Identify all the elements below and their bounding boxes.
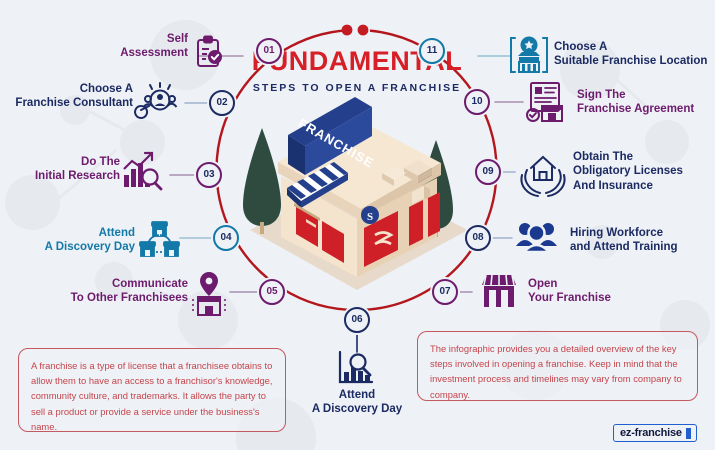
step-number-06: 06	[351, 314, 363, 325]
step-label-05-line1: Communicate	[111, 278, 188, 290]
page-subtitle: STEPS TO OPEN A FRANCHISE	[252, 82, 462, 94]
step-number-09: 09	[482, 166, 494, 177]
step-label-06-line1: Attend	[338, 389, 376, 401]
storefront-icon	[482, 274, 516, 307]
watermark-node	[645, 120, 689, 164]
step-badge-04[interactable]: 04	[213, 225, 239, 251]
consultant-search-icon	[134, 82, 178, 119]
watermark-node	[120, 120, 165, 165]
step-label-09-line3: And Insurance	[573, 179, 653, 192]
watermark-node	[5, 175, 60, 230]
people-group-icon	[516, 223, 557, 254]
step-label-03-line2: Initial Research	[34, 170, 120, 183]
step-label-02-line1: Choose A	[79, 83, 133, 95]
step-label-07-line1: Open	[528, 278, 558, 290]
step-number-05: 05	[266, 286, 278, 297]
awning	[287, 162, 348, 208]
step-label-05-line2: To Other Franchisees	[70, 292, 188, 305]
step-label-01-line1: Self	[166, 33, 188, 45]
step-badge-05[interactable]: 05	[259, 279, 285, 305]
step-number-01: 01	[263, 45, 275, 56]
step-label-10-line2: Franchise Agreement	[577, 103, 695, 116]
circle-dot-right	[357, 24, 369, 36]
step-label-11[interactable]: Choose A Suitable Franchise Location	[554, 40, 715, 69]
step-label-08[interactable]: Hiring Workforce and Attend Training	[570, 226, 715, 255]
bar-chart-search-icon	[338, 350, 374, 384]
store-network-icon	[139, 221, 180, 257]
franchise-building-illustration: FRANCHISE	[243, 97, 468, 290]
logo-text: ez-franchise	[620, 427, 682, 439]
step-label-10[interactable]: Sign The Franchise Agreement	[577, 88, 715, 117]
step-label-01-line2: Assessment	[120, 47, 188, 60]
step-badge-11[interactable]: 11	[419, 38, 445, 64]
step-number-02: 02	[216, 97, 228, 108]
circle-dot-left	[341, 24, 353, 36]
svg-text:FRANCHISE: FRANCHISE	[296, 115, 377, 170]
step-badge-03[interactable]: 03	[196, 162, 222, 188]
signed-document-icon	[526, 82, 563, 122]
step-label-11-line1: Choose A	[554, 41, 608, 53]
franchise-sign: FRANCHISE	[288, 97, 377, 175]
roof-ac-units	[382, 160, 432, 186]
step-label-03[interactable]: Do The Initial Research	[0, 155, 120, 184]
building-logo-badge	[361, 206, 379, 224]
brand-logo[interactable]: ez-franchise	[613, 424, 697, 442]
step-number-04: 04	[220, 232, 232, 243]
step-label-07-line2: Your Franchise	[528, 292, 611, 305]
callout-right: The infographic provides you a detailed …	[417, 331, 698, 401]
step-label-04[interactable]: Attend A Discovery Day	[0, 226, 135, 255]
step-badge-08[interactable]: 08	[465, 225, 491, 251]
step-label-09[interactable]: Obtain The Obligatory Licenses And Insur…	[573, 150, 715, 193]
step-label-03-line1: Do The	[81, 156, 120, 168]
callout-left: A franchise is a type of license that a …	[18, 348, 286, 432]
watermark-node	[585, 225, 619, 259]
step-number-10: 10	[471, 96, 483, 107]
step-label-02[interactable]: Choose A Franchise Consultant	[0, 82, 133, 111]
step-label-04-line1: Attend	[98, 227, 135, 239]
front-left-windows	[294, 203, 344, 263]
step-badge-02[interactable]: 02	[209, 90, 235, 116]
step-label-08-line1: Hiring Workforce	[570, 227, 664, 239]
watermark-node	[560, 40, 620, 100]
step-label-04-line2: A Discovery Day	[44, 241, 135, 254]
step-label-02-line2: Franchise Consultant	[15, 97, 133, 110]
tree-left	[243, 128, 281, 234]
logo-mark-icon	[685, 427, 691, 439]
step-label-09-line2: Obligatory Licenses	[573, 165, 683, 178]
step-label-01[interactable]: Self Assessment	[58, 32, 188, 61]
step-badge-10[interactable]: 10	[464, 89, 490, 115]
watermark-node	[60, 95, 90, 125]
step-label-05[interactable]: Communicate To Other Franchisees	[30, 277, 188, 306]
step-number-11: 11	[426, 45, 438, 56]
front-right-windows	[364, 192, 440, 267]
watermark-node	[95, 262, 133, 300]
step-number-08: 08	[472, 232, 484, 243]
tree-right	[419, 140, 453, 237]
logo-box: ez-franchise	[613, 424, 697, 442]
step-badge-07[interactable]: 07	[432, 279, 458, 305]
step-label-06[interactable]: Attend A Discovery Day	[287, 388, 427, 417]
house-hands-icon	[520, 155, 566, 197]
step-label-09-line1: Obtain The	[573, 151, 634, 163]
step-badge-06[interactable]: 06	[344, 307, 370, 333]
step-number-07: 07	[439, 286, 451, 297]
step-label-06-line2: A Discovery Day	[311, 403, 403, 416]
step-badge-09[interactable]: 09	[475, 159, 501, 185]
step-number-03: 03	[203, 169, 215, 180]
wall-ac-unit	[412, 186, 430, 204]
location-badge-store-icon	[510, 36, 548, 73]
step-label-10-line1: Sign The	[577, 89, 626, 101]
step-label-11-line2: Suitable Franchise Location	[554, 55, 708, 68]
svg-text:S: S	[367, 211, 373, 223]
step-label-07[interactable]: Open Your Franchise	[528, 277, 678, 306]
step-label-08-line2: and Attend Training	[570, 241, 678, 254]
step-badge-01[interactable]: 01	[256, 38, 282, 64]
